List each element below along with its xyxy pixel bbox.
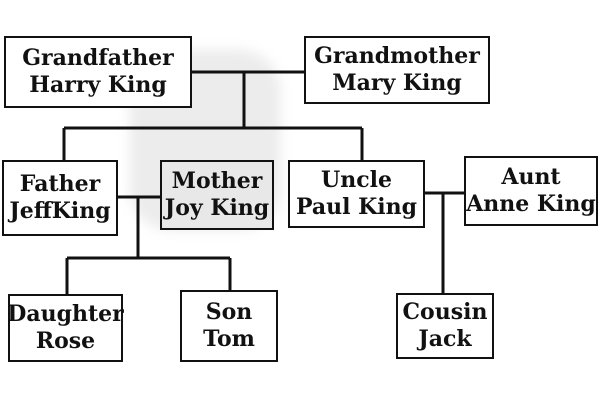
daughter-name: Rose [35,328,96,354]
cousin-box: Cousin Jack [396,293,494,359]
aunt-role: Aunt [501,164,561,190]
grandmother-box: Grandmother Mary King [304,36,490,104]
mother-box: Mother Joy King [160,160,274,230]
aunt-box: Aunt Anne King [464,156,598,226]
aunt-name: Anne King [466,191,596,217]
grandmother-name: Mary King [332,70,462,96]
daughter-role: Daughter [7,301,124,327]
son-name: Tom [203,326,255,352]
daughter-box: Daughter Rose [7,294,124,362]
father-box: Father JeffKing [2,160,118,236]
cousin-role: Cousin [402,299,488,325]
son-box: Son Tom [180,290,278,362]
son-role: Son [205,299,253,325]
grandfather-role: Grandfather [22,45,174,71]
father-name: JeffKing [9,198,111,224]
uncle-role: Uncle [321,167,392,193]
grandfather-name: Harry King [29,72,167,98]
mother-role: Mother [171,168,263,194]
uncle-name: Paul King [295,194,418,220]
grandmother-role: Grandmother [314,43,480,69]
uncle-box: Uncle Paul King [288,160,425,228]
father-role: Father [19,171,101,197]
mother-name: Joy King [164,195,270,221]
grandfather-box: Grandfather Harry King [4,36,192,108]
cousin-name: Jack [418,326,472,352]
